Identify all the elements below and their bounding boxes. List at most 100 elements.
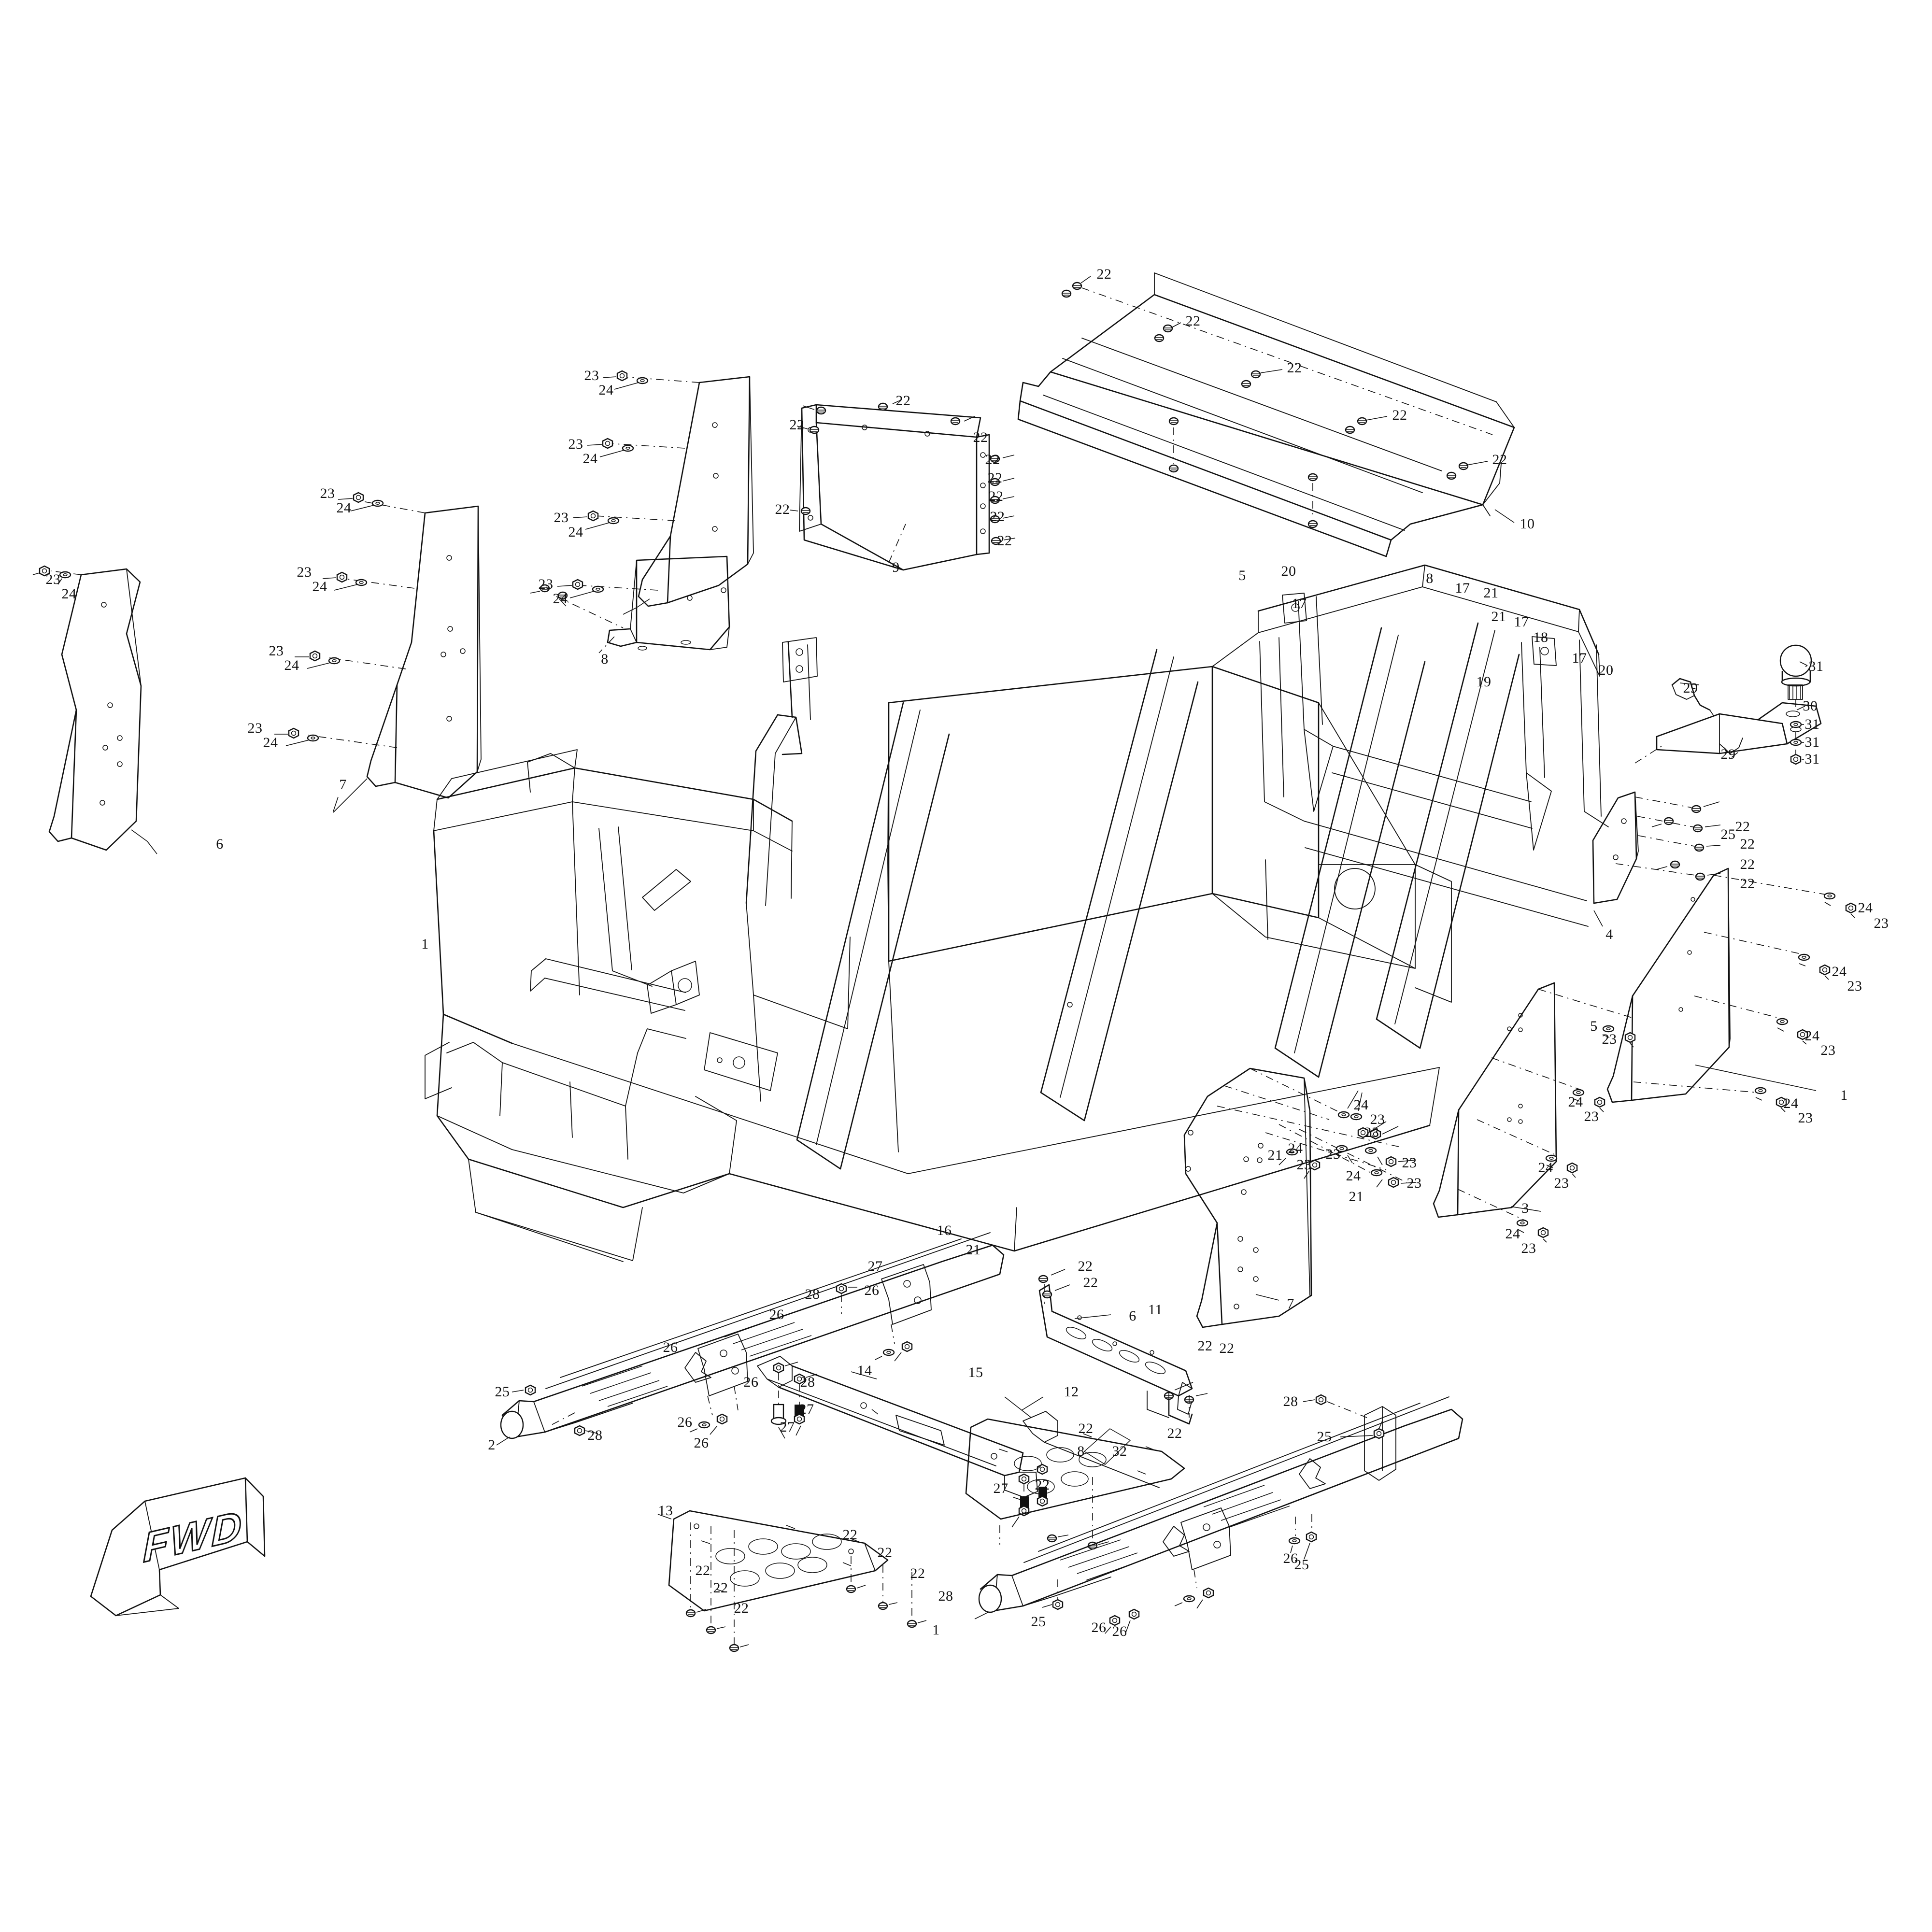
part-callout-23: 23 <box>568 436 583 452</box>
part-callout-21: 21 <box>1491 609 1506 625</box>
part-callout-23: 23 <box>1364 1124 1379 1140</box>
part-callout-14: 14 <box>857 1363 872 1378</box>
part-callout-26: 26 <box>1283 1550 1298 1566</box>
part-callout-22: 22 <box>1197 1338 1213 1354</box>
part-callout-27: 27 <box>799 1401 814 1417</box>
part-callout-17: 17 <box>1514 614 1529 630</box>
part-callout-8: 8 <box>1077 1443 1085 1459</box>
part-callout-17: 17 <box>1572 650 1587 666</box>
part-callout-22: 22 <box>910 1565 925 1581</box>
part-callout-23: 23 <box>297 564 312 580</box>
part-callout-23: 23 <box>269 643 284 659</box>
part-callout-23: 23 <box>1602 1031 1617 1047</box>
part-callout-22: 22 <box>734 1600 749 1616</box>
part-callout-28: 28 <box>587 1427 603 1443</box>
part-callout-22: 22 <box>1167 1425 1182 1441</box>
part-callout-22: 22 <box>973 429 988 445</box>
part-callout-29: 29 <box>1720 746 1736 762</box>
part-callout-24: 24 <box>553 591 568 607</box>
part-callout-28: 28 <box>800 1374 815 1390</box>
part-callout-24: 24 <box>312 579 327 595</box>
fender-panel-7 <box>1183 1067 1417 1328</box>
part-callout-32: 32 <box>1112 1443 1127 1459</box>
part-callout-8: 8 <box>601 651 609 667</box>
part-callout-23: 23 <box>1584 1108 1599 1124</box>
part-callout-23: 23 <box>45 571 61 587</box>
bulkhead-panel-9 <box>799 404 990 571</box>
part-callout-23: 23 <box>584 368 599 384</box>
part-callout-31: 31 <box>1804 716 1820 732</box>
panel-8 <box>530 555 730 653</box>
part-callout-22: 22 <box>1492 452 1507 468</box>
crossmember-14 <box>757 1356 1048 1528</box>
part-callout-5: 5 <box>1238 568 1246 583</box>
part-callout-24: 24 <box>1505 1226 1520 1242</box>
part-callout-8: 8 <box>1426 570 1434 586</box>
part-callout-12: 12 <box>1064 1384 1079 1400</box>
part-callout-22: 22 <box>877 1545 893 1561</box>
part-callout-26: 26 <box>677 1414 693 1430</box>
part-callout-23: 23 <box>1874 915 1889 931</box>
part-callout-22: 22 <box>997 533 1012 549</box>
part-callout-16: 16 <box>937 1222 952 1238</box>
part-callout-23: 23 <box>1820 1042 1836 1058</box>
part-callout-22: 22 <box>1392 407 1407 423</box>
part-callout-25: 25 <box>1720 826 1736 842</box>
part-callout-1: 1 <box>1840 1087 1848 1103</box>
panel-5-right <box>1433 982 1636 1243</box>
part-callout-6: 6 <box>216 836 224 852</box>
part-callout-24: 24 <box>1353 1097 1369 1113</box>
hitch-assembly <box>1634 644 1822 765</box>
part-callout-23: 23 <box>1521 1240 1536 1256</box>
nerf-bar-left-2 <box>496 1232 1005 1446</box>
part-callout-10: 10 <box>1520 516 1535 532</box>
part-callout-26: 26 <box>663 1339 678 1355</box>
part-callout-26: 26 <box>864 1282 880 1298</box>
part-callout-24: 24 <box>1832 964 1847 980</box>
part-callout-22: 22 <box>988 488 1004 504</box>
part-callout-22: 22 <box>1078 1421 1094 1436</box>
part-callout-23: 23 <box>1554 1175 1569 1191</box>
part-callout-22: 22 <box>1735 819 1750 835</box>
part-callout-24: 24 <box>1538 1160 1553 1176</box>
part-callout-28: 28 <box>805 1286 820 1302</box>
part-callout-21: 21 <box>1267 1147 1283 1163</box>
part-callout-22: 22 <box>987 470 1003 486</box>
part-callout-6: 6 <box>1129 1308 1136 1324</box>
part-callout-23: 23 <box>247 720 263 736</box>
part-callout-28: 28 <box>938 1588 953 1604</box>
floor-plate-13 <box>657 1510 927 1652</box>
part-callout-31: 31 <box>1804 734 1820 750</box>
part-callout-22: 22 <box>1740 856 1755 872</box>
part-callout-24: 24 <box>1568 1094 1583 1110</box>
part-callout-7: 7 <box>339 777 347 793</box>
part-callout-9: 9 <box>892 559 900 575</box>
part-callout-31: 31 <box>1808 658 1824 674</box>
part-callout-23: 23 <box>1370 1111 1385 1127</box>
panel-7-left <box>557 370 754 615</box>
part-callout-26: 26 <box>1091 1619 1107 1635</box>
part-callout-27: 27 <box>780 1419 795 1435</box>
main-frame-1 <box>425 564 1609 1262</box>
part-callout-22: 22 <box>1185 313 1201 329</box>
panel-5-farleft <box>32 565 157 854</box>
part-callout-20: 20 <box>1281 563 1296 579</box>
part-callout-23: 23 <box>538 576 554 592</box>
part-callout-24: 24 <box>568 524 583 540</box>
rear-deck-panel-10 <box>1017 272 1515 557</box>
part-callout-25: 25 <box>1317 1429 1332 1445</box>
skid-bracket-15 <box>1004 1396 1160 1488</box>
part-callout-23: 23 <box>1847 978 1862 994</box>
part-callout-23: 23 <box>1402 1155 1417 1171</box>
deck-fasteners <box>1061 276 1515 528</box>
part-callout-25: 25 <box>1031 1614 1046 1630</box>
part-callout-24: 24 <box>1346 1168 1361 1184</box>
part-callout-22: 22 <box>695 1563 710 1578</box>
part-callout-22: 22 <box>1096 266 1112 282</box>
part-callout-24: 24 <box>1783 1095 1799 1111</box>
part-callout-13: 13 <box>658 1503 673 1519</box>
part-callout-2: 2 <box>488 1437 496 1453</box>
part-callout-27: 27 <box>993 1480 1009 1496</box>
